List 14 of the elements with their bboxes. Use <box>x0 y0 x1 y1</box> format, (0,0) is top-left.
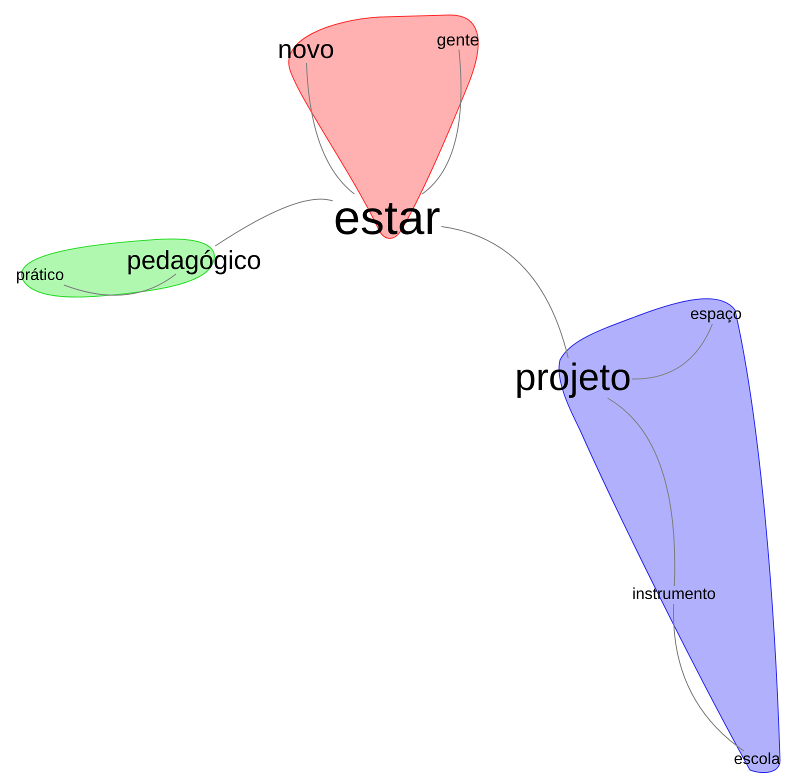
connector-line <box>607 398 676 586</box>
connector-line <box>63 274 177 296</box>
word-label: instrumento <box>632 587 716 603</box>
connector-line <box>214 198 334 246</box>
word-label: escola <box>734 752 780 768</box>
word-label: espaço <box>690 307 742 323</box>
connector-line <box>632 324 713 380</box>
word-label: gente <box>436 32 480 48</box>
connector-line <box>306 62 355 194</box>
word-label: prático <box>16 268 64 284</box>
word-label: projeto <box>514 359 632 397</box>
word-label: pedagógico <box>126 247 262 273</box>
word-label: novo <box>278 36 334 62</box>
connector-line <box>422 49 462 194</box>
